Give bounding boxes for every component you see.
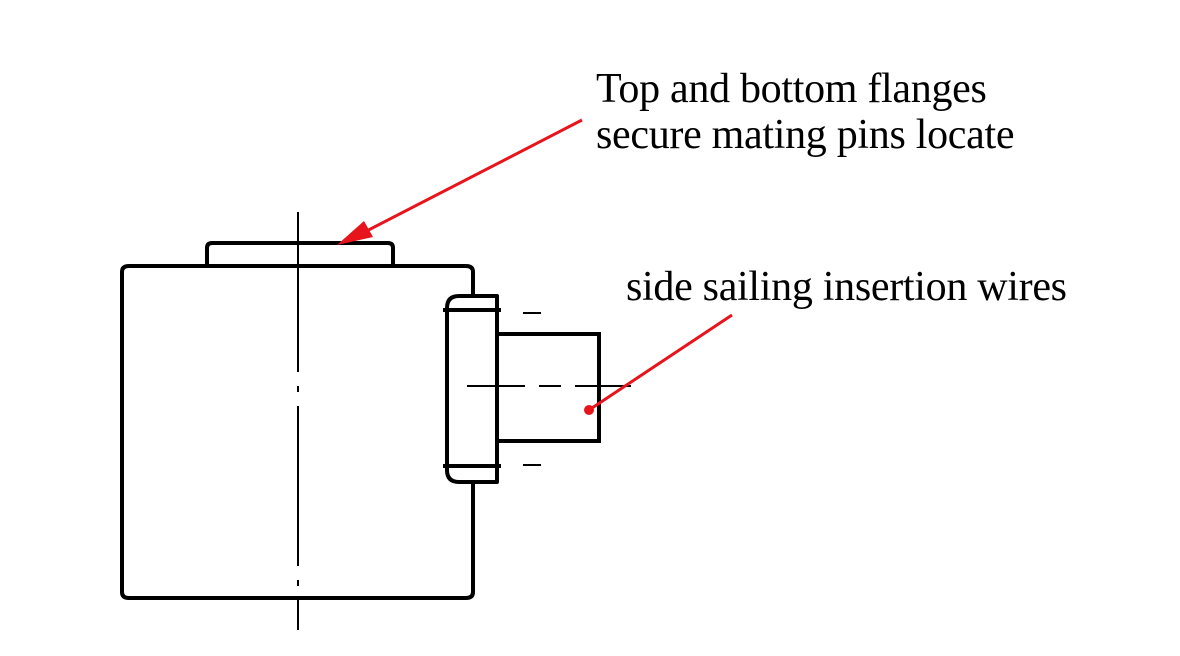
arrowhead-icon [337,221,373,245]
leader-dot-icon [584,405,594,415]
centerlines [297,212,631,630]
wire-boss [497,332,601,443]
top-flange-callout-line2: secure mating pins locate [596,112,1015,158]
top-flange-leader [337,118,583,245]
connector-body [120,264,475,600]
side-wires-callout: side sailing insertion wires [626,264,1067,310]
side-flange [443,294,501,484]
top-flange [205,241,395,266]
side-wires-leader [584,313,733,415]
top-flange-callout: Top and bottom flanges secure mating pin… [596,66,1014,158]
top-flange-callout-line1: Top and bottom flanges [596,66,987,112]
